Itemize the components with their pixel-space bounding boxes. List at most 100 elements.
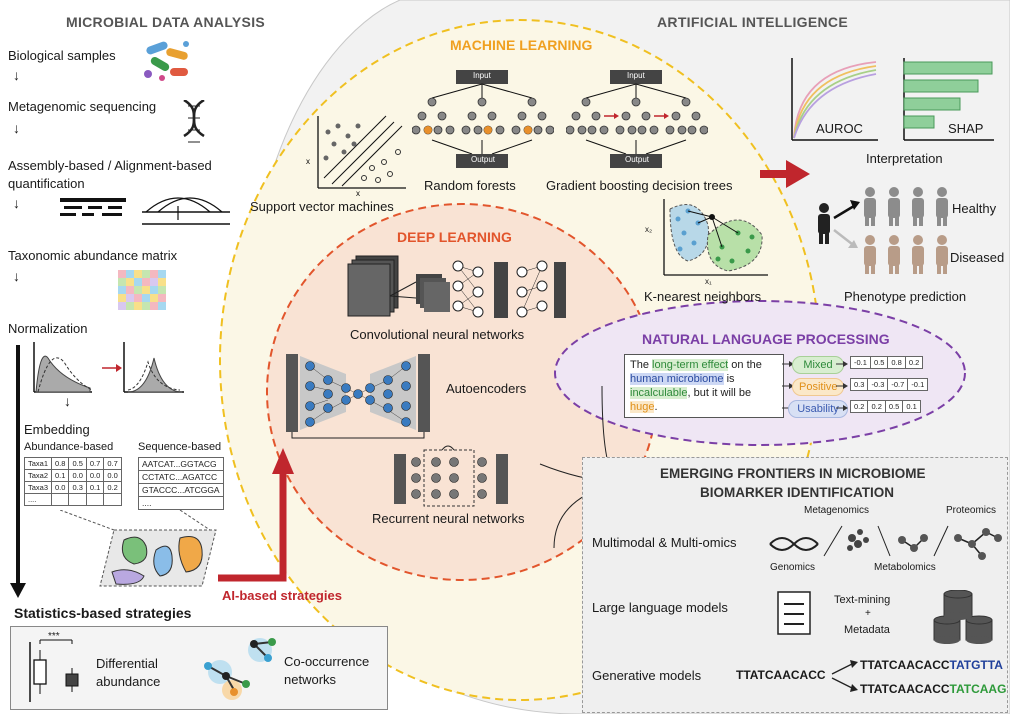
nlp-highlight: long-term effect [652,359,729,371]
table-cell: CCTATC...AGATCC [138,470,224,484]
svg-text:x: x [306,157,310,166]
table-cell: 0.1 [902,400,921,413]
abundance-based-label: Abundance-based [24,441,114,453]
ml-title: MACHINE LEARNING [450,37,593,53]
stats-box [10,626,388,710]
frontiers-box [582,457,1008,713]
alignment-icon [60,197,230,225]
table-cell [51,493,70,506]
metadata-label: Metadata [844,624,890,636]
svm-plot: xx [306,115,406,196]
text-mining-label: Text-mining [834,594,891,606]
nlp-sentence: The long-term effect on the human microb… [624,354,784,418]
interpretation-plots [791,58,994,141]
svg-text:x: x [356,189,360,196]
table-row: .... [138,496,224,510]
down-arrow-1: ↓ [13,67,20,83]
table-cell: Taxa1 [23,457,53,470]
nlp-highlight: huge [630,401,655,413]
boxplot-icon [29,639,79,702]
nlp-text: The [630,359,653,371]
table-cell: 0.0 [51,481,70,494]
table-row: .... [23,493,122,506]
table-cell: 0.2 [867,400,886,413]
ai-strategies-label: AI-based strategies [222,588,342,603]
nlp-title: NATURAL LANGUAGE PROCESSING [642,331,890,347]
down-arrow-2: ↓ [13,120,20,136]
shap-label: SHAP [948,121,984,136]
gbdt-output-label: Output [625,155,650,164]
embedding-space-illustration [60,510,217,587]
nlp-vector-positive: 0.3-0.3-0.7-0.1 [849,378,929,391]
table-cell: 0.5 [884,400,904,413]
down-arrow-4: ↓ [13,268,20,284]
frontiers-title-2: BIOMARKER IDENTIFICATION [700,485,894,500]
sequence-table: AATCAT...GGTACG CCTATC...AGATCC GTACCC..… [138,457,224,510]
sequence-based-label: Sequence-based [138,441,222,453]
significance-label: *** [48,631,60,642]
autoencoder-diagram [286,354,430,439]
svm-label: Support vector machines [250,199,394,214]
seq-input: TTATCAACACC [736,668,826,682]
table-cell: -0.1 [850,356,871,369]
gbdt-label: Gradient boosting decision trees [546,178,733,193]
table-row: AATCAT...GGTACG [138,457,224,471]
step-matrix: Taxonomic abundance matrix [8,248,178,263]
abundance-matrix-icon [118,270,166,310]
diff-abundance-2: abundance [96,674,161,689]
seq-output-2-prefix: TTATCAACACC [860,682,950,696]
table-cell: Taxa2 [23,469,53,482]
table-cell: 0.5 [68,457,87,470]
table-cell: Taxa3 [23,481,53,494]
interpretation-label: Interpretation [866,151,943,166]
seq-output-2-suffix: TATCAAG [949,682,1007,696]
network-icon [204,638,276,700]
knn-plot [663,199,768,276]
nlp-text: . [654,401,658,413]
table-cell: 0.1 [85,481,105,494]
nlp-arrows-2 [836,361,848,411]
table-cell: -0.7 [887,378,909,391]
frontiers-title-1: EMERGING FRONTIERS IN MICROBIOME [660,466,926,481]
nlp-label-usability: Usability [788,400,848,418]
nlp-text: on the [728,359,762,371]
table-cell: .... [138,496,224,510]
table-cell: -0.3 [867,378,889,391]
knn-x1-label: x₁ [705,277,712,286]
cnn-diagram [347,255,566,318]
table-row: CCTATC...AGATCC [138,470,224,484]
step-biological: Biological samples [8,48,116,63]
step-assembly: Assembly-based / Alignment-based [8,158,212,173]
step-quantification: quantification [8,176,85,191]
table-row: GTACCC...ATCGGA [138,483,224,497]
nlp-highlight: human microbiome [630,373,724,385]
table-cell: 0.2 [904,356,924,369]
proteomics-label: Proteomics [946,505,997,516]
table-cell: 0.3 [849,378,869,391]
dl-title: DEEP LEARNING [397,229,512,245]
step-normalization: Normalization [8,321,88,336]
table-cell: 0.7 [85,457,105,470]
genomics-label: Genomics [770,562,816,573]
metabolomics-label: Metabolomics [874,562,936,573]
stats-title: Statistics-based strategies [14,605,192,621]
multiomics-label: Multimodal & Multi-omics [592,535,737,550]
down-arrow-5: ↓ [64,393,71,409]
gbdt-input-label: Input [627,71,645,80]
table-cell [103,493,122,506]
table-cell: 0.8 [51,457,70,470]
table-cell: 0.0 [103,469,122,482]
table-cell: 0.0 [85,469,105,482]
diff-abundance-1: Differential [96,656,158,671]
table-cell: 0.2 [849,400,869,413]
auroc-label: AUROC [816,121,863,136]
diseased-label: Diseased [950,250,1005,265]
document-icon [777,591,811,635]
database-icon [933,590,993,644]
